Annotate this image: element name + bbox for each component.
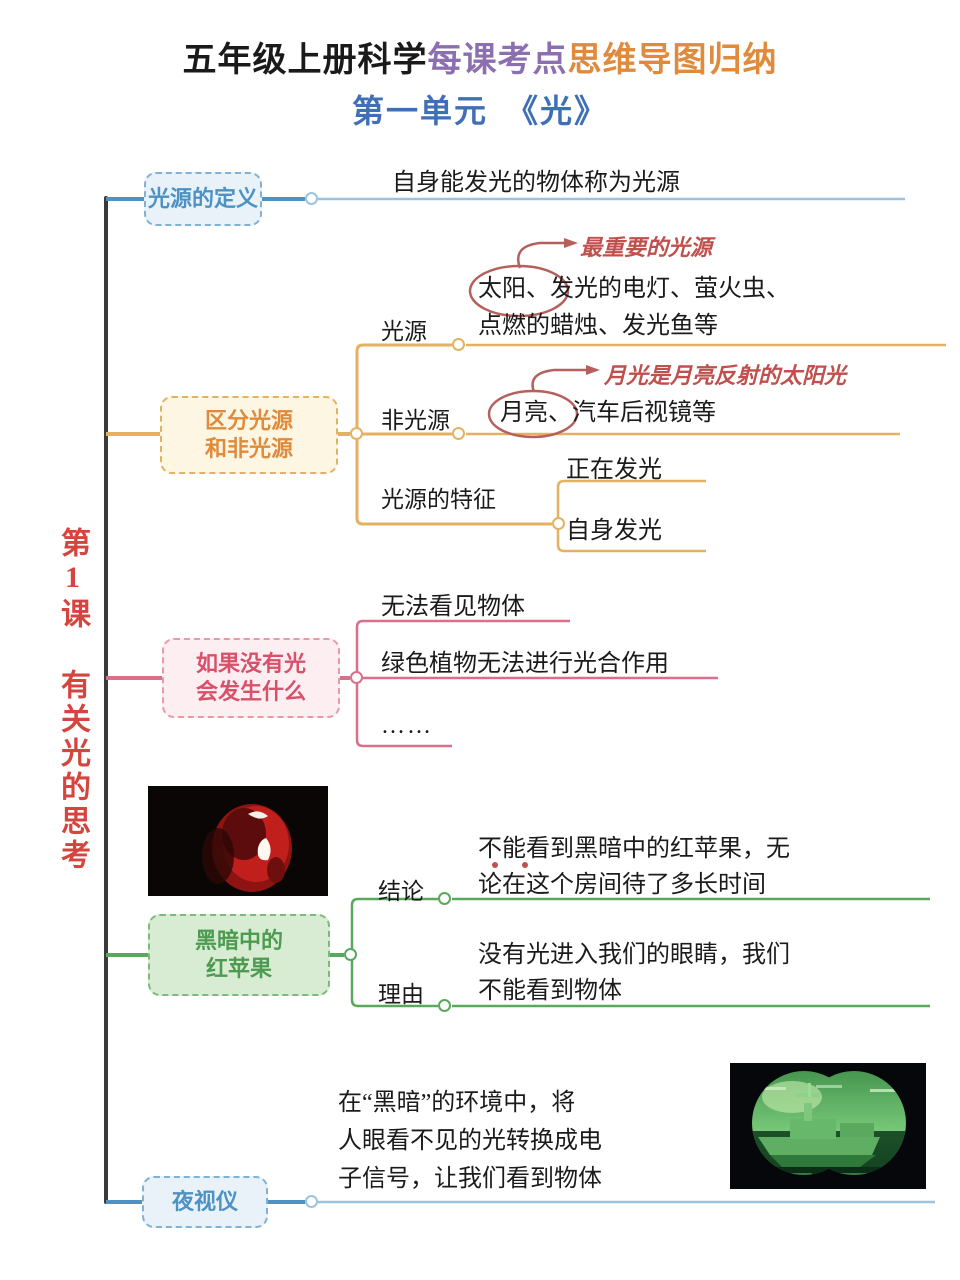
sublabel-non-light-source: 非光源 (381, 408, 450, 433)
leaf-conclusion-line2: 论在这个房间待了多长时间 (478, 872, 766, 898)
leaf-conclusion-line1: 不能看到黑暗中的红苹果，无 (478, 836, 790, 862)
node-label-line2: 和非光源 (204, 436, 293, 461)
junction-dot (305, 1195, 318, 1208)
junction-dot (305, 192, 318, 205)
sublabel-light-source-features: 光源的特征 (381, 487, 496, 512)
annotation-moonlight-reflection: 月光是月亮反射的太阳光 (604, 363, 847, 388)
junction-dot (438, 999, 451, 1012)
node-label-line1: 区分光源 (204, 407, 293, 433)
junction-dot (350, 671, 363, 684)
junction-dot (438, 892, 451, 905)
node-if-no-light[interactable]: 如果没有光 会发生什么 (162, 638, 340, 718)
page-subtitle: 第一单元 《光》 (351, 93, 608, 129)
sublabel-light-source: 光源 (381, 319, 427, 344)
leaf-no-photosynthesis: 绿色植物无法进行光合作用 (381, 651, 669, 677)
junction-dot (344, 948, 357, 961)
leaf-night-vision-line1: 在“黑暗”的环境中，将 (338, 1090, 576, 1116)
title-segment-mindmap: 思维导图归纳 (567, 42, 778, 79)
leaf-ellipsis: …… (381, 713, 433, 739)
leaf-reason-line2: 不能看到物体 (478, 978, 622, 1004)
node-label-line1: 如果没有光 (195, 650, 306, 676)
leaf-light-source-examples-line2: 点燃的蜡烛、发光鱼等 (478, 313, 718, 339)
node-label: 夜视仪 (171, 1188, 238, 1214)
leaf-night-vision-line2: 人眼看不见的光转换成电 (338, 1128, 602, 1154)
leaf-light-source-examples-line1: 太阳、发光的电灯、萤火虫、 (478, 276, 790, 302)
leaf-feature-self-luminous: 自身发光 (566, 518, 662, 544)
node-night-vision-device[interactable]: 夜视仪 (142, 1176, 268, 1228)
leaf-non-light-source-examples: 月亮、汽车后视镜等 (500, 400, 716, 426)
leaf-night-vision-line3: 子信号，让我们看到物体 (338, 1166, 602, 1192)
sublabel-conclusion: 结论 (378, 879, 424, 904)
photo-night-vision-ship (730, 1063, 926, 1189)
node-red-apple-in-dark[interactable]: 黑暗中的 红苹果 (148, 914, 330, 996)
node-label-line2: 会发生什么 (195, 679, 306, 704)
node-distinguish-sources[interactable]: 区分光源 和非光源 (160, 396, 338, 474)
photo-red-apple-in-dark (148, 786, 328, 896)
leaf-light-source-definition: 自身能发光的物体称为光源 (392, 170, 680, 196)
title-segment-subject: 五年级上册科学 (182, 42, 428, 79)
page-title: 五年级上册科学每课考点思维导图归纳 (0, 32, 960, 81)
node-label: 光源的定义 (147, 185, 258, 211)
annotation-most-important-source: 最重要的光源 (580, 235, 713, 260)
emphasis-dot (522, 862, 528, 868)
node-light-source-definition[interactable]: 光源的定义 (144, 172, 262, 226)
leaf-cannot-see-objects: 无法看见物体 (381, 594, 525, 620)
junction-dot (552, 517, 565, 530)
title-segment-exam-points: 每课考点 (427, 42, 568, 79)
junction-dot (350, 427, 363, 440)
junction-dot (452, 427, 465, 440)
leaf-feature-emitting: 正在发光 (566, 457, 662, 483)
junction-dot (452, 338, 465, 351)
sublabel-reason: 理由 (378, 982, 424, 1007)
leaf-reason-line1: 没有光进入我们的眼睛，我们 (478, 942, 790, 968)
emphasis-dot (492, 862, 498, 868)
root-node-label: 第1课 有关光的思考 (56, 527, 89, 873)
root-spine (104, 196, 108, 1204)
node-label-line1: 黑暗中的 (194, 927, 283, 953)
node-label-line2: 红苹果 (205, 956, 272, 981)
